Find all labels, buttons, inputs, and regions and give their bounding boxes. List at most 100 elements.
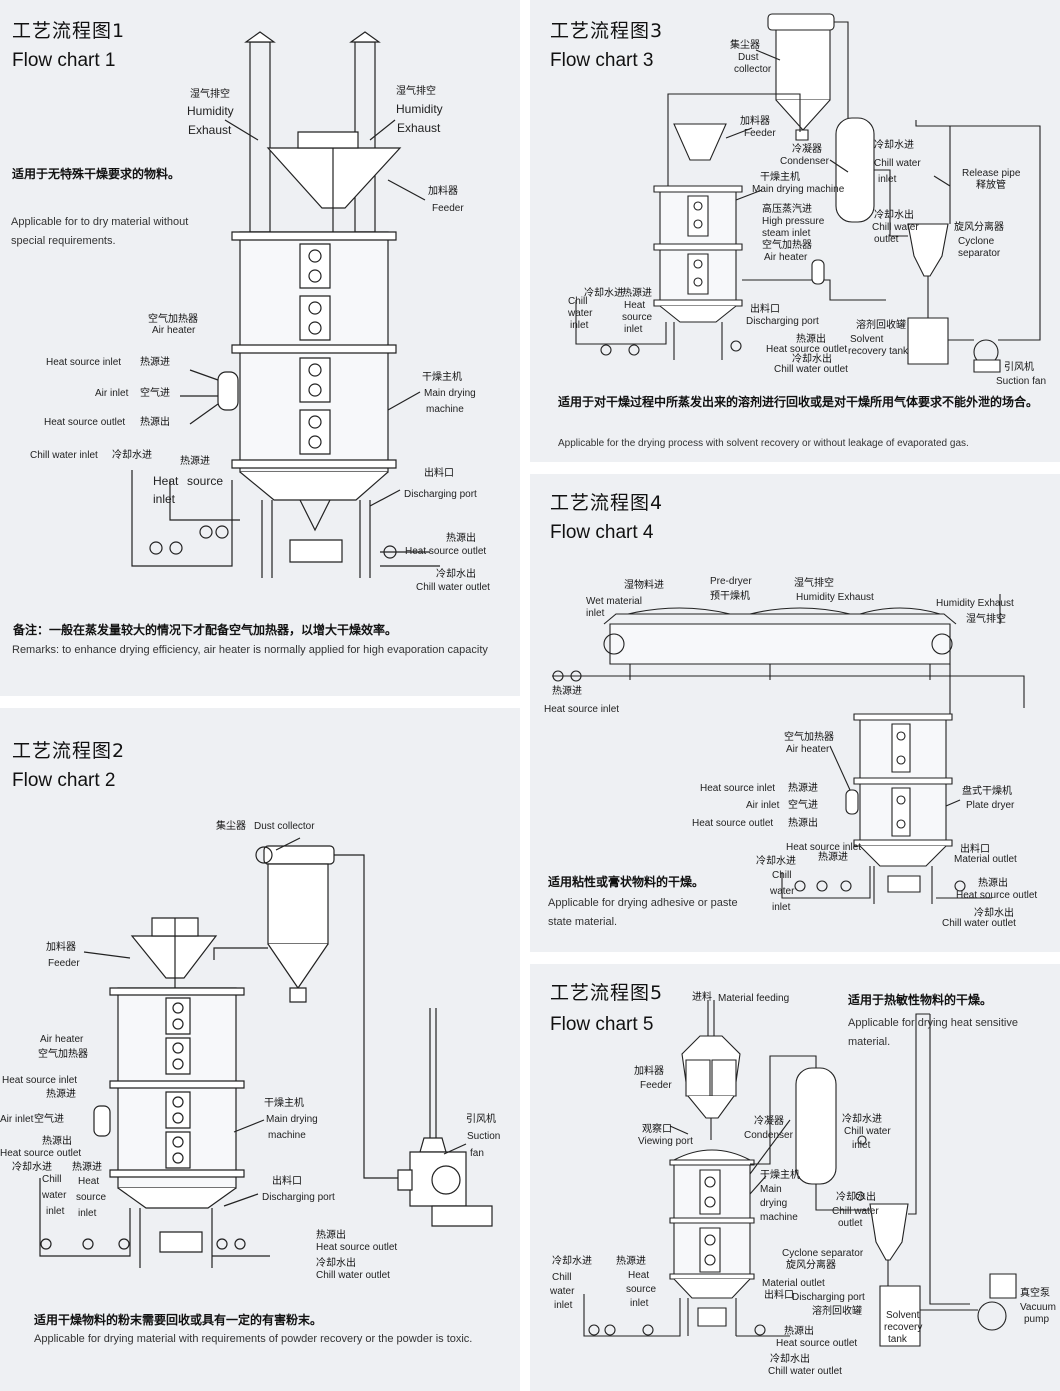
fc5-cyclone-en: Cyclone separator xyxy=(782,1248,864,1259)
fc1-chill-in-en: Chill water inlet xyxy=(30,450,98,461)
fc4-hs-out2-en: Heat source outlet xyxy=(956,890,1038,901)
fc3-release-en1: Release pipe xyxy=(962,168,1021,179)
fc3-main-en: Main drying machine xyxy=(752,184,845,195)
fc1-discharge-en: Discharging port xyxy=(404,489,477,500)
fc2-main-cn: 干燥主机 xyxy=(264,1098,304,1109)
fc2-heat-in-en: Heat source inlet xyxy=(2,1075,78,1086)
fc2-fan-cn: 引风机 xyxy=(466,1114,496,1125)
fc5-heat-in-en1: Heat xyxy=(628,1270,650,1281)
fc1-air-heater-en: Air heater xyxy=(152,325,196,336)
fc4-diagram xyxy=(530,474,1060,952)
fc2-discharge-en: Discharging port xyxy=(262,1192,335,1203)
fc4-heat-in-cn: 热源进 xyxy=(552,686,582,697)
fc2-heat-in-cn: 热源进 xyxy=(46,1089,76,1100)
fc2-hs-out-en: Heat source outlet xyxy=(316,1242,398,1253)
fc2-dust-en: Dust collector xyxy=(254,821,315,832)
fc4-hum2-cn: 湿气排空 xyxy=(966,614,1006,625)
fc4-cw-in-en3: inlet xyxy=(772,902,791,913)
fc5-chill-in-en1: Chill xyxy=(552,1272,572,1283)
fc3-title-en: Flow chart 3 xyxy=(550,50,654,71)
fc3-release-cn: 释放管 xyxy=(976,180,1006,191)
fc2-cw-out-en: Chill water outlet xyxy=(316,1270,390,1281)
fc4-title-cn: 工艺流程图4 xyxy=(550,492,664,514)
fc2-cw-in-en3: inlet xyxy=(46,1206,65,1217)
fc3-air-heater-cn: 空气加热器 xyxy=(762,240,812,251)
fc3-note-cn: 适用于对干燥过程中所蒸发出来的溶剂进行回收或是对干燥所用气体要求不能外泄的场合。 xyxy=(558,395,1039,409)
fc5-solvent-en2: recovery xyxy=(884,1322,923,1333)
fc5-chill-in-en3: inlet xyxy=(554,1300,573,1311)
fc5-solvent-en3: tank xyxy=(888,1334,907,1345)
fc2-cw-out-cn: 冷却水出 xyxy=(316,1258,356,1269)
fc4-hs-in2-en: Heat source inlet xyxy=(786,842,862,853)
fc5-main-en3: machine xyxy=(760,1212,798,1223)
fc5-note-cn: 适用于热敏性物料的干燥。 xyxy=(848,993,993,1007)
fc2-note-cn: 适用干燥物料的粉末需要回收或具有一定的有害粉末。 xyxy=(34,1313,323,1327)
fc2-heat-out-cn: 热源出 xyxy=(42,1136,72,1147)
fc1-diagram xyxy=(0,0,520,696)
fc2-title-cn: 工艺流程图2 xyxy=(12,740,126,762)
fc1-discharge-cn: 出料口 xyxy=(424,468,454,479)
fc4-note-en: Applicable for drying adhesive or paste … xyxy=(548,897,738,928)
fc1-heat-src-cn: 热源进 xyxy=(180,456,210,467)
fc5-feed-en: Material feeding xyxy=(718,993,790,1004)
fc1-heat-out-en: Heat source outlet xyxy=(44,417,126,428)
fc5-feeder-en: Feeder xyxy=(640,1080,672,1091)
fc3-cw-out-en2: outlet xyxy=(874,234,899,245)
fc3-discharge-cn: 出料口 xyxy=(750,304,780,315)
fc5-cw-in-cn: 冷却水进 xyxy=(842,1114,882,1125)
fc2-feeder-cn: 加料器 xyxy=(46,942,76,953)
fc5-cw-out-en1: Chill water xyxy=(832,1206,879,1217)
fc4-title-en: Flow chart 4 xyxy=(550,522,654,543)
fc2-air-in-cn: 空气进 xyxy=(34,1114,64,1125)
fc5-main-cn: 干燥主机 xyxy=(760,1170,800,1181)
fc4-wet-en1: Wet material xyxy=(586,596,642,607)
fc5-cw-out2-en: Chill water outlet xyxy=(768,1366,842,1377)
fc3-diagram xyxy=(530,0,1060,462)
fc4-hs-out-cn: 热源出 xyxy=(788,818,818,829)
fc5-cw-out-cn: 冷却水出 xyxy=(836,1192,876,1203)
fc4-hum-en: Humidity Exhaust xyxy=(796,592,874,603)
fc4-hum-cn: 湿气排空 xyxy=(794,578,834,589)
fc1-main-en1: Main drying xyxy=(424,388,476,399)
fc4-discharge-cn: 出料口 xyxy=(960,844,990,855)
fc3-condenser-en: Condenser xyxy=(780,156,829,167)
fc3-title-cn: 工艺流程图3 xyxy=(550,20,664,42)
fc2-hs-in-en2: source xyxy=(76,1192,107,1203)
fc5-chill-in-en2: water xyxy=(550,1286,575,1297)
fc3-cw-out-cn: 冷却水出 xyxy=(874,210,914,221)
fc1-remark-en: Remarks: to enhance drying efficiency, a… xyxy=(12,644,488,656)
fc2-air-in-en: Air inlet xyxy=(0,1114,34,1125)
fc1-main-en2: machine xyxy=(426,404,464,415)
fc2-diagram xyxy=(0,708,520,1391)
fc4-plate-en: Plate dryer xyxy=(966,800,1015,811)
fc4-note-cn: 适用粘性或膏状物料的干燥。 xyxy=(548,875,705,889)
fc5-feeder-cn: 加料器 xyxy=(634,1066,664,1077)
fc3-feeder-en: Feeder xyxy=(744,128,776,139)
fc3-cw-out2-en: Chill water outlet xyxy=(774,364,848,375)
fc2-title-en: Flow chart 2 xyxy=(12,770,116,791)
fc4-hs-in2-cn: 热源进 xyxy=(818,852,848,863)
fc1-exhaust-left-en2: Exhaust xyxy=(188,123,232,137)
fc5-cyclone-cn: 旋风分离器 xyxy=(786,1260,836,1271)
fc1-heat-src-en2: source xyxy=(187,474,224,488)
flow-chart-3-panel: 工艺流程图3 Flow chart 3 xyxy=(530,0,1060,462)
fc1-cw-out-en: Chill water outlet xyxy=(416,582,490,593)
fc4-cw-out-cn: 冷却水出 xyxy=(974,908,1014,919)
fc4-hs-in-cn: 热源进 xyxy=(788,783,818,794)
flow-chart-4-panel: 工艺流程图4 Flow chart 4 xyxy=(530,474,1060,952)
fc3-cw-out2-cn: 冷却水出 xyxy=(792,354,832,365)
fc5-cw-in-en2: inlet xyxy=(852,1140,871,1151)
fc1-heat-src-en3: inlet xyxy=(153,492,176,506)
fc2-hs-in-en3: inlet xyxy=(78,1208,97,1219)
fc3-main-cn: 干燥主机 xyxy=(760,172,800,183)
fc5-hs-out-en: Heat source outlet xyxy=(776,1338,858,1349)
fc2-discharge-cn: 出料口 xyxy=(272,1176,302,1187)
fc2-cw-in-en1: Chill xyxy=(42,1174,62,1185)
fc3-cw-in-en2: inlet xyxy=(878,174,897,185)
fc1-heat-in-cn: 热源进 xyxy=(140,357,170,368)
fc5-vac-en1: Vacuum xyxy=(1020,1302,1056,1313)
fc4-cw-in-en1: Chill xyxy=(772,870,792,881)
fc3-note-en: Applicable for the drying process with s… xyxy=(558,438,969,449)
fc3-fan-cn: 引风机 xyxy=(1004,362,1034,373)
fc3-cyclone-en1: Cyclone xyxy=(958,236,995,247)
